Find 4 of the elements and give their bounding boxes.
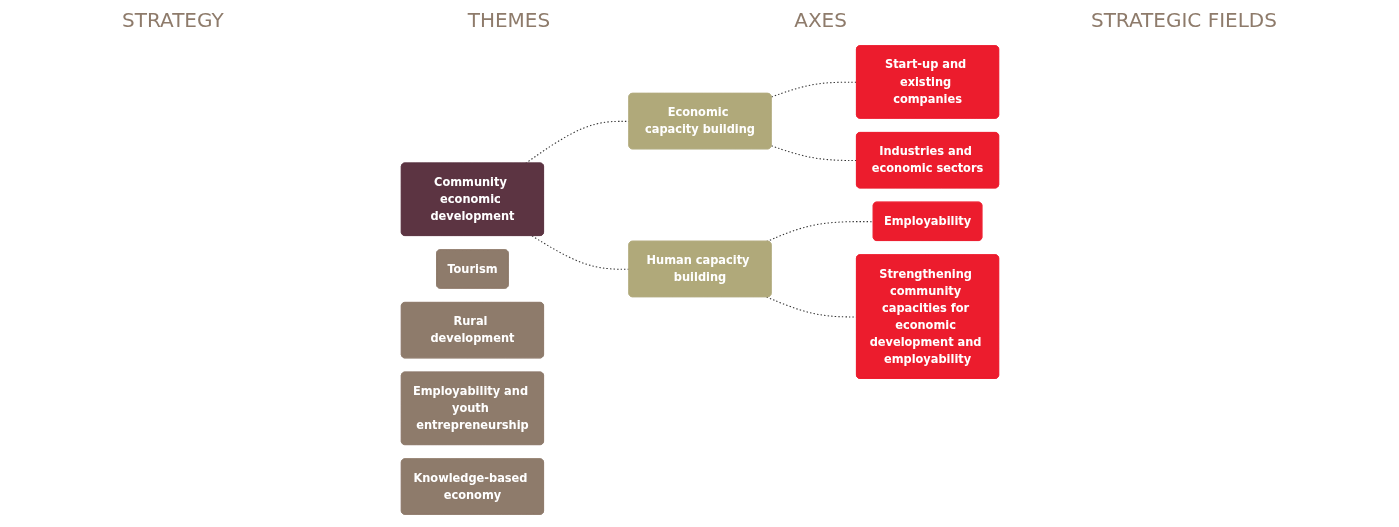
column-heading: THEMES <box>467 8 551 32</box>
column-heading: AXES <box>794 8 847 32</box>
column-heading: STRATEGY <box>122 8 224 32</box>
column-heading: STRATEGIC FIELDS <box>1090 8 1277 32</box>
